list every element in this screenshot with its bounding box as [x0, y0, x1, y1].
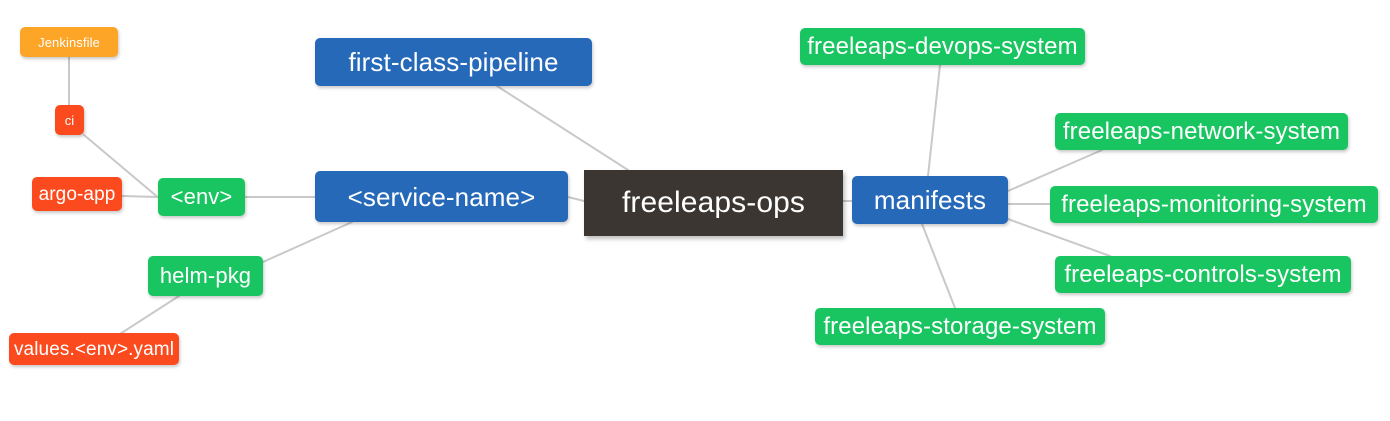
edge-first-class-pipeline-to-freeleaps-ops [496, 85, 629, 171]
node-label: freeleaps-ops [621, 186, 806, 219]
edge-manifests-to-freeleaps-controls-system [1007, 218, 1111, 257]
node-label: freeleaps-network-system [1062, 117, 1341, 145]
edge-manifests-to-freeleaps-network-system [1007, 149, 1103, 192]
node-ci[interactable]: ci [55, 105, 84, 135]
node-argo-app[interactable]: argo-app [32, 177, 122, 211]
node-freeleaps-network-system[interactable]: freeleaps-network-system [1055, 113, 1348, 150]
node-env[interactable]: <env> [158, 178, 245, 216]
edge-manifests-to-freeleaps-storage-system [921, 223, 956, 309]
node-label: ci [64, 112, 75, 128]
node-label: helm-pkg [159, 263, 252, 288]
node-jenkinsfile[interactable]: Jenkinsfile [20, 27, 118, 57]
edge-manifests-to-freeleaps-devops-system [927, 64, 941, 177]
edge-service-name-to-helm-pkg [262, 221, 353, 263]
node-freeleaps-ops[interactable]: freeleaps-ops [584, 170, 843, 236]
node-label: freeleaps-monitoring-system [1061, 190, 1367, 218]
node-freeleaps-controls-system[interactable]: freeleaps-controls-system [1055, 256, 1351, 293]
node-freeleaps-monitoring-system[interactable]: freeleaps-monitoring-system [1050, 186, 1378, 223]
node-first-class-pipeline[interactable]: first-class-pipeline [315, 38, 592, 86]
edge-service-name-to-freeleaps-ops [567, 196, 585, 202]
node-label: freeleaps-controls-system [1064, 260, 1342, 288]
node-label: freeleaps-devops-system [807, 32, 1078, 60]
node-label: values.<env>.yaml [13, 338, 175, 360]
node-label: freeleaps-storage-system [823, 312, 1097, 340]
node-label: first-class-pipeline [348, 47, 559, 77]
node-label: manifests [873, 185, 987, 215]
node-helm-pkg[interactable]: helm-pkg [148, 256, 263, 296]
node-freeleaps-devops-system[interactable]: freeleaps-devops-system [800, 28, 1085, 65]
node-label: <env> [170, 184, 233, 209]
node-manifests[interactable]: manifests [852, 176, 1008, 224]
node-label: <service-name> [347, 181, 536, 212]
node-label: argo-app [38, 183, 116, 205]
edge-helm-pkg-to-values-env-yaml [119, 295, 180, 335]
node-service-name[interactable]: <service-name> [315, 171, 568, 222]
node-freeleaps-storage-system[interactable]: freeleaps-storage-system [815, 308, 1105, 345]
node-values-env-yaml[interactable]: values.<env>.yaml [9, 333, 179, 365]
node-label: Jenkinsfile [38, 34, 100, 50]
edge-argo-app-to-env [121, 195, 159, 198]
